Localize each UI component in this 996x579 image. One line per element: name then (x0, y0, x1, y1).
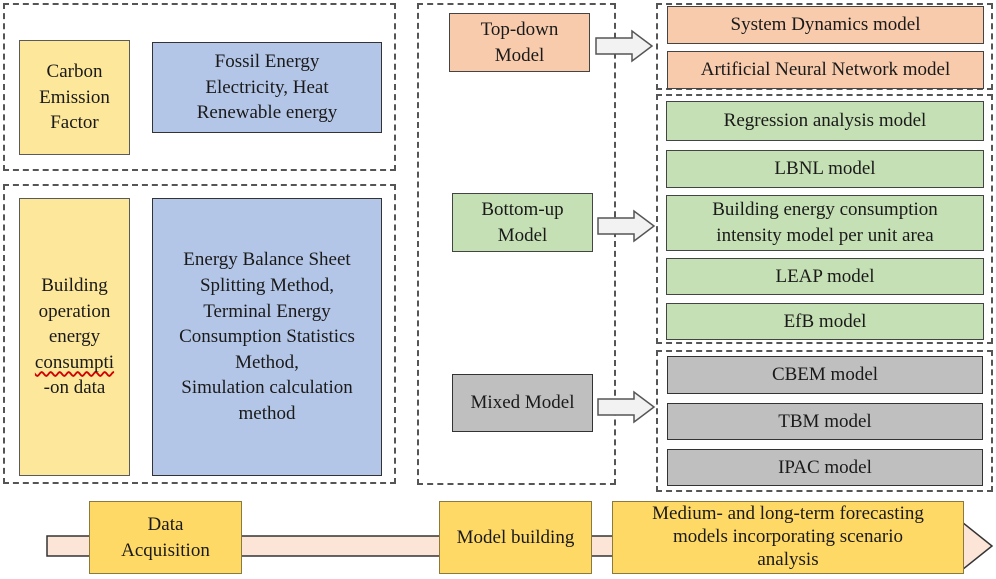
building-data-group (3, 184, 396, 484)
building-operation-data-box: Building operation energy consumpti -on … (19, 198, 130, 476)
tbm-model-box: TBM model (667, 403, 983, 440)
data-acquisition-step: Data Acquisition (89, 501, 242, 574)
carbon-emission-factor-box: Carbon Emission Factor (19, 40, 130, 155)
mixed-model-arrow-icon (597, 390, 656, 424)
bottom-up-arrow-icon (597, 209, 656, 243)
system-dynamics-model-box: System Dynamics model (667, 6, 984, 44)
building-operation-data-label: Building operation energy consumpti -on … (35, 273, 114, 401)
model-building-step: Model building (439, 501, 592, 574)
building-data-label-part3: -on data (43, 377, 106, 399)
leap-model-box: LEAP model (666, 258, 984, 295)
intensity-model-box: Building energy consumption intensity mo… (666, 195, 984, 251)
top-down-models-group (656, 3, 993, 90)
ipac-model-box: IPAC model (667, 449, 983, 486)
calculation-methods-box: Energy Balance Sheet Splitting Method, T… (152, 198, 382, 476)
regression-model-box: Regression analysis model (666, 101, 984, 141)
building-data-label-part1: Building operation energy (38, 274, 111, 348)
efb-model-box: EfB model (666, 303, 984, 340)
building-data-label-part2: consumpti (34, 351, 115, 373)
mixed-models-group (656, 350, 993, 492)
ann-model-box: Artificial Neural Network model (667, 51, 984, 89)
cbem-model-box: CBEM model (667, 356, 983, 394)
energy-types-box: Fossil Energy Electricity, Heat Renewabl… (152, 42, 382, 133)
mixed-model-box: Mixed Model (452, 374, 593, 432)
top-down-arrow-icon (595, 29, 654, 63)
bottom-up-models-group (656, 94, 993, 344)
model-type-group (417, 3, 616, 485)
forecasting-step: Medium- and long-term forecasting models… (612, 501, 964, 574)
bottom-up-model-box: Bottom-up Model (452, 193, 593, 252)
top-down-model-box: Top-down Model (449, 13, 590, 72)
carbon-factor-group (3, 3, 396, 171)
lbnl-model-box: LBNL model (666, 150, 984, 188)
